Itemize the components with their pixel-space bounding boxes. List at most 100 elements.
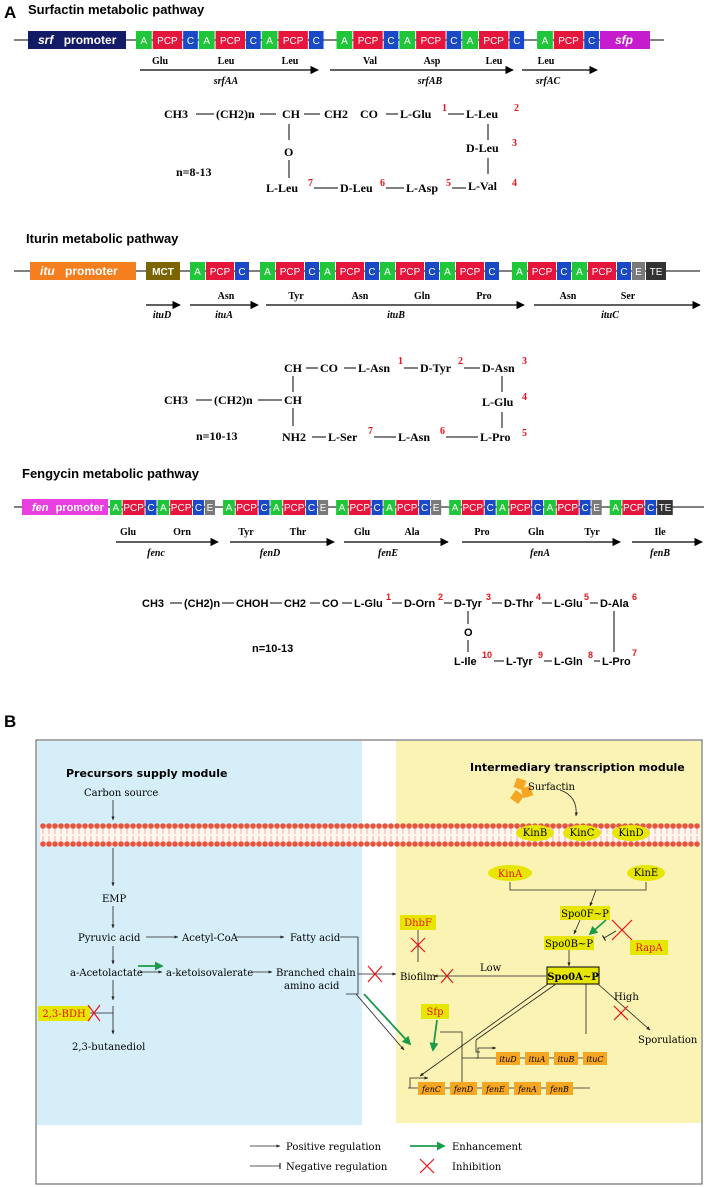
lipid-head xyxy=(172,823,178,829)
domain-a xyxy=(110,500,122,515)
surfactin-promoter: srf promoter xyxy=(28,31,126,49)
iturin-mct: MCT xyxy=(146,262,180,280)
lipid-head xyxy=(490,841,496,847)
domain-c xyxy=(308,31,324,49)
domain-label: A xyxy=(542,36,549,47)
domain-label: A xyxy=(266,36,273,47)
lipid-head xyxy=(490,823,496,829)
lipid-head xyxy=(208,841,214,847)
aa-label: Glu xyxy=(152,56,169,67)
lipid-head xyxy=(184,841,190,847)
position-number: 3 xyxy=(522,356,527,367)
chem-lile: L-Ile xyxy=(454,656,477,668)
domain-a xyxy=(190,262,205,280)
lipid-head xyxy=(172,841,178,847)
lipid-head xyxy=(88,841,94,847)
domain-c xyxy=(306,500,317,515)
aa-label: Leu xyxy=(282,56,299,67)
legend: Positive regulation Negative regulation … xyxy=(250,1141,522,1174)
lipid-head xyxy=(382,823,388,829)
lipid-head xyxy=(106,841,112,847)
lipid-head xyxy=(178,841,184,847)
lipid-head xyxy=(406,823,412,829)
lipid-head xyxy=(430,841,436,847)
lipid-head xyxy=(478,823,484,829)
chem-dorn: D-Orn xyxy=(404,598,435,610)
domain-label: C xyxy=(560,267,567,278)
chem-dtyr: D-Tyr xyxy=(420,361,452,375)
lipid-head xyxy=(118,823,124,829)
iturin-title: Iturin metabolic pathway xyxy=(26,231,179,246)
domain-label: PCP xyxy=(349,503,370,514)
lipid-head xyxy=(82,823,88,829)
lipid-head xyxy=(574,841,580,847)
operon-gene-box xyxy=(418,1082,445,1095)
aa-label: Thr xyxy=(290,527,307,538)
surfactin-promoter-text: promoter xyxy=(64,33,117,47)
position-number: 4 xyxy=(536,592,541,602)
domain-e xyxy=(431,500,442,515)
domain-c xyxy=(557,262,571,280)
lipid-head xyxy=(208,823,214,829)
lipid-head xyxy=(358,841,364,847)
inhibition-cross-dhbf xyxy=(410,937,426,953)
position-number: 5 xyxy=(584,592,589,602)
domain-a xyxy=(136,31,152,49)
lipid-head xyxy=(118,841,124,847)
node-acetolactate: a-Acetolactate xyxy=(70,968,143,979)
position-number: 7 xyxy=(308,178,313,189)
operon-gene-label: fenB xyxy=(549,1085,569,1094)
itu-promoter-arrow xyxy=(477,1046,497,1058)
node-spo0b: Spo0B~P xyxy=(545,939,593,950)
node-sporulation: Sporulation xyxy=(638,1035,698,1046)
lipid-head xyxy=(298,841,304,847)
lipid-head xyxy=(556,823,562,829)
lipid-head xyxy=(262,841,268,847)
domain-c xyxy=(484,500,496,515)
lipid-head xyxy=(40,841,46,847)
lipid-head xyxy=(46,823,52,829)
lipid-head xyxy=(388,823,394,829)
lipid-head xyxy=(514,823,520,829)
lipid-head xyxy=(436,841,442,847)
lipid-head xyxy=(580,841,586,847)
green-precursor-enhancement xyxy=(363,993,412,1046)
gene-label: fenD xyxy=(260,548,281,559)
lipid-head xyxy=(472,823,478,829)
lipid-head xyxy=(166,823,172,829)
domain-pcp xyxy=(206,262,234,280)
domain-c xyxy=(425,262,439,280)
lipid-head xyxy=(106,823,112,829)
lipid-head xyxy=(538,841,544,847)
lipid-head xyxy=(358,823,364,829)
rapa-inhibits-spo0b xyxy=(601,930,617,941)
node-spo0b-box: Spo0B~P xyxy=(544,936,594,950)
lipid-head xyxy=(190,841,196,847)
domain-c xyxy=(584,31,599,49)
position-number: 6 xyxy=(440,426,445,437)
domain-c xyxy=(446,31,462,49)
domain-label: A xyxy=(444,267,451,278)
position-number: 1 xyxy=(442,103,447,114)
domain-label: C xyxy=(387,36,394,47)
lipid-head xyxy=(406,841,412,847)
lipid-head xyxy=(130,841,136,847)
lipid-head xyxy=(556,841,562,847)
surfactin-aa: Glu Leu Leu Val Asp Leu Leu xyxy=(152,56,555,67)
chem-lasn: L-Asn xyxy=(358,361,390,375)
chem-dasn: D-Asn xyxy=(482,361,515,375)
lipid-head xyxy=(604,823,610,829)
label-low: Low xyxy=(480,963,502,974)
chem-ch2: CH2 xyxy=(284,598,306,610)
gene-label: fenc xyxy=(147,548,165,559)
operon-gene-label: fenA xyxy=(517,1085,537,1094)
lipid-head xyxy=(592,841,598,847)
lipid-head xyxy=(484,823,490,829)
lipid-head xyxy=(646,823,652,829)
lipid-head xyxy=(478,841,484,847)
chem-ch2: CH2 xyxy=(324,107,348,121)
lipid-head xyxy=(316,823,322,829)
lipid-head xyxy=(442,823,448,829)
svg-text:srf promoter: srf promoter xyxy=(38,33,117,47)
